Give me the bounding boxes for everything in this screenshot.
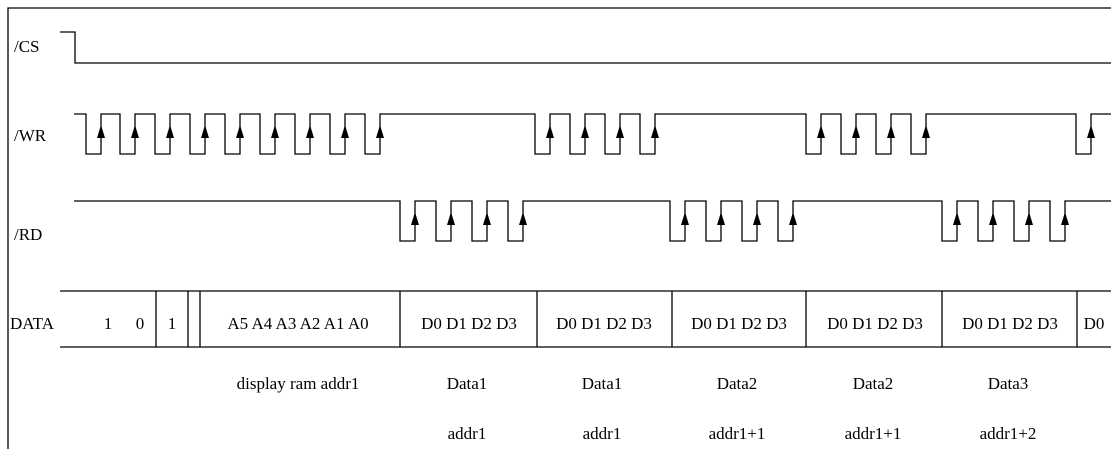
cs-signal-label: /CS bbox=[14, 37, 40, 56]
rd-rising-edge-arrow-5 bbox=[681, 212, 689, 225]
wr-rising-edge-arrow-15 bbox=[852, 125, 860, 138]
annotation-display-ram-addr: display ram addr1 bbox=[237, 374, 360, 393]
rd-rising-edge-arrow-2 bbox=[447, 212, 455, 225]
wr-waveform bbox=[74, 113, 1111, 155]
annotation-data-2: Data1 bbox=[582, 374, 623, 393]
rd-rising-edge-arrow-3 bbox=[483, 212, 491, 225]
data-bus-dividers bbox=[155, 291, 1078, 347]
rd-rising-edge-arrow-7 bbox=[753, 212, 761, 225]
wr-rising-edge-arrow-4 bbox=[201, 125, 209, 138]
annotation-addr-4: addr1+1 bbox=[845, 424, 902, 443]
wr-rising-edge-arrow-16 bbox=[887, 125, 895, 138]
rd-signal-label: /RD bbox=[14, 225, 42, 244]
address-field: A5 A4 A3 A2 A1 A0 bbox=[227, 314, 368, 333]
wr-rising-edge-arrow-18 bbox=[1087, 125, 1095, 138]
wr-rising-edge-arrow-13 bbox=[651, 125, 659, 138]
rd-rising-edge-arrow-9 bbox=[953, 212, 961, 225]
wr-rising-edge-arrow-12 bbox=[616, 125, 624, 138]
rd-rising-edge-arrow-4 bbox=[519, 212, 527, 225]
wr-rising-edge-arrow-5 bbox=[236, 125, 244, 138]
data-field-trailing: D0 bbox=[1084, 314, 1105, 333]
data-field-4: D0 D1 D2 D3 bbox=[827, 314, 923, 333]
rd-rising-edge-arrow-11 bbox=[1025, 212, 1033, 225]
rd-clock-edge-arrows bbox=[411, 212, 1069, 225]
data-field-5: D0 D1 D2 D3 bbox=[962, 314, 1058, 333]
wr-rising-edge-arrow-9 bbox=[376, 125, 384, 138]
rd-rising-edge-arrow-8 bbox=[789, 212, 797, 225]
annotation-data-1: Data1 bbox=[447, 374, 488, 393]
wr-signal-label: /WR bbox=[14, 126, 47, 145]
wr-rising-edge-arrow-7 bbox=[306, 125, 314, 138]
wr-rising-edge-arrow-8 bbox=[341, 125, 349, 138]
wr-clock-edge-arrows bbox=[97, 125, 1095, 138]
rd-waveform bbox=[74, 200, 1111, 242]
rd-rising-edge-arrow-6 bbox=[717, 212, 725, 225]
wr-rising-edge-arrow-3 bbox=[166, 125, 174, 138]
annotation-data-3: Data2 bbox=[717, 374, 758, 393]
rd-rising-edge-arrow-1 bbox=[411, 212, 419, 225]
annotation-addr-3: addr1+1 bbox=[709, 424, 766, 443]
data-signal-label: DATA bbox=[10, 314, 55, 333]
wr-rising-edge-arrow-1 bbox=[97, 125, 105, 138]
annotation-data-4: Data2 bbox=[853, 374, 894, 393]
command-bit-2: 0 bbox=[136, 314, 145, 333]
wr-rising-edge-arrow-10 bbox=[546, 125, 554, 138]
command-bit-3: 1 bbox=[168, 314, 177, 333]
annotation-addr-2: addr1 bbox=[583, 424, 622, 443]
data-field-2: D0 D1 D2 D3 bbox=[556, 314, 652, 333]
diagram-border bbox=[7, 7, 1111, 449]
annotation-addr-5: addr1+2 bbox=[980, 424, 1037, 443]
annotation-addr-1: addr1 bbox=[448, 424, 487, 443]
cs-waveform bbox=[60, 31, 1111, 64]
wr-rising-edge-arrow-6 bbox=[271, 125, 279, 138]
wr-rising-edge-arrow-2 bbox=[131, 125, 139, 138]
wr-rising-edge-arrow-14 bbox=[817, 125, 825, 138]
rd-rising-edge-arrow-10 bbox=[989, 212, 997, 225]
data-field-3: D0 D1 D2 D3 bbox=[691, 314, 787, 333]
annotation-data-5: Data3 bbox=[988, 374, 1029, 393]
data-field-1: D0 D1 D2 D3 bbox=[421, 314, 517, 333]
wr-rising-edge-arrow-11 bbox=[581, 125, 589, 138]
command-bit-1: 1 bbox=[104, 314, 113, 333]
rd-rising-edge-arrow-12 bbox=[1061, 212, 1069, 225]
wr-rising-edge-arrow-17 bbox=[922, 125, 930, 138]
